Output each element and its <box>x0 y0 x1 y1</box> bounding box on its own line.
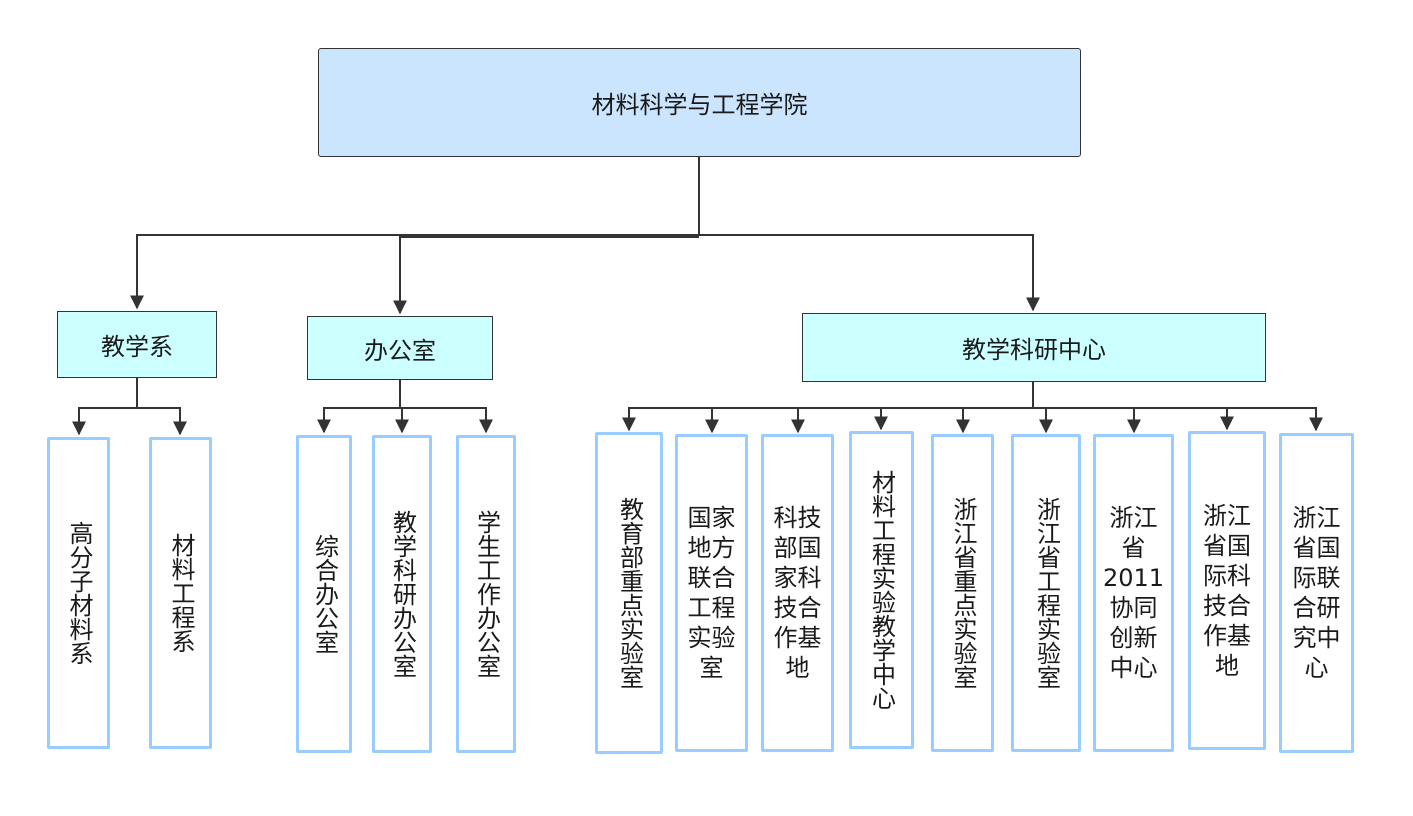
leaf-node: 学生工作办公室 <box>456 435 516 753</box>
root-node-college: 材料科学与工程学院 <box>318 48 1081 157</box>
leaf-label: 浙江 省国 际科 技合 作基 地 <box>1203 501 1251 680</box>
leaf-label: 高分子材料系 <box>65 521 93 665</box>
leaf-node: 材料工程系 <box>149 437 212 749</box>
connector-root-to-research-center <box>699 234 1040 312</box>
leaf-label: 浙江 省国 际联 合研 究中 心 <box>1292 504 1341 682</box>
leaf-label: 浙江省重点实验室 <box>949 497 977 689</box>
department-label: 教学系 <box>101 333 173 361</box>
leaf-label: 教学科研办公室 <box>388 510 417 678</box>
leaf-node: 浙江省重点实验室 <box>931 434 994 752</box>
leaf-node: 浙江 省国 际联 合研 究中 心 <box>1279 433 1354 753</box>
leaf-label: 浙江 省 2011 协同 创新 中心 <box>1102 504 1165 682</box>
leaf-label: 科技 部国 家科 技合 作基 地 <box>773 504 822 682</box>
leaf-node: 浙江省工程实验室 <box>1011 434 1081 752</box>
connector-root-to-office <box>393 236 699 315</box>
leaf-label: 材料工程实验教学中心 <box>867 470 896 710</box>
leaf-node: 材料工程实验教学中心 <box>849 431 914 749</box>
leaf-node: 综合办公室 <box>296 435 352 753</box>
department-label: 办公室 <box>364 336 436 365</box>
department-label: 教学科研中心 <box>962 336 1106 364</box>
leaf-node: 教育部重点实验室 <box>595 432 663 754</box>
leaf-node: 高分子材料系 <box>47 437 110 749</box>
leaf-label: 综合办公室 <box>310 534 339 654</box>
leaf-node: 浙江 省 2011 协同 创新 中心 <box>1093 434 1174 752</box>
connector-root-to-teaching-dept <box>130 234 699 310</box>
leaf-label: 国家 地方 联合 工程 实验 室 <box>687 504 736 682</box>
department-teaching: 教学系 <box>57 311 217 378</box>
leaf-label: 教育部重点实验室 <box>615 497 644 689</box>
root-node-label: 材料科学与工程学院 <box>591 91 808 119</box>
leaf-node: 国家 地方 联合 工程 实验 室 <box>675 434 748 752</box>
leaf-label: 浙江省工程实验室 <box>1032 497 1061 689</box>
department-research-center: 教学科研中心 <box>802 313 1266 382</box>
department-office: 办公室 <box>307 316 493 380</box>
leaf-label: 材料工程系 <box>167 533 195 653</box>
leaf-node: 科技 部国 家科 技合 作基 地 <box>761 434 834 752</box>
leaf-node: 教学科研办公室 <box>372 435 432 753</box>
leaf-label: 学生工作办公室 <box>472 510 501 678</box>
leaf-node: 浙江 省国 际科 技合 作基 地 <box>1188 431 1266 750</box>
